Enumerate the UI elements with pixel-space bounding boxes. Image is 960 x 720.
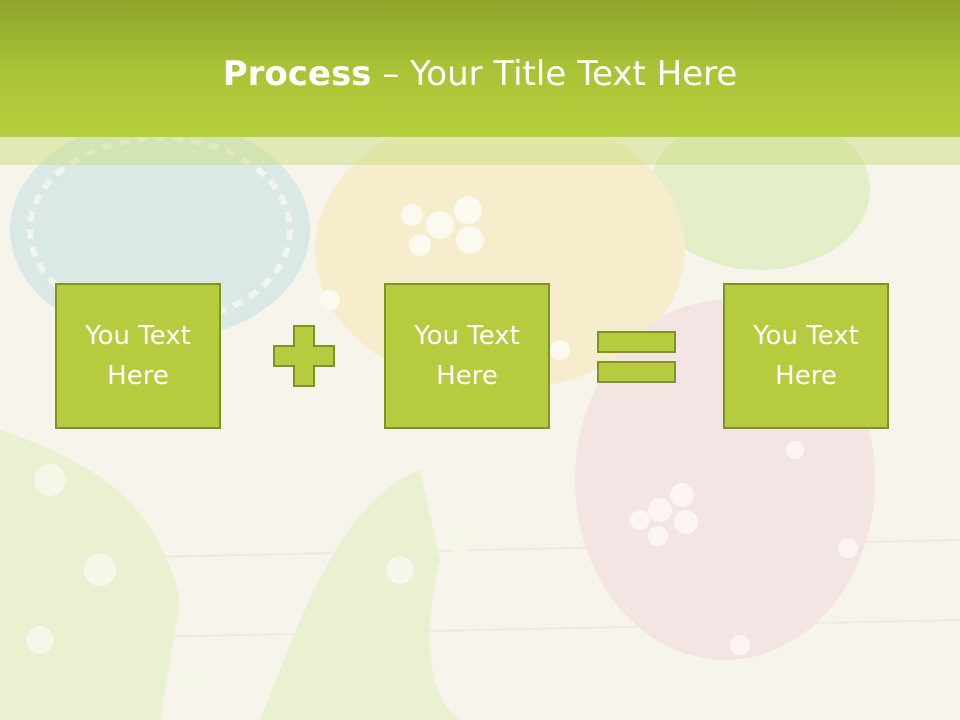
title-rest: – Your Title Text Here [371, 54, 738, 94]
green-ribbon [0, 430, 460, 720]
title-bar-band [0, 137, 960, 165]
plus-icon [273, 325, 335, 387]
process-box-2[interactable]: You Text Here [384, 283, 550, 429]
green-egg [650, 110, 870, 270]
title-bar [0, 0, 960, 137]
process-box-3[interactable]: You Text Here [723, 283, 889, 429]
title-bold: Process [222, 54, 372, 94]
slide-title: Process – Your Title Text Here [0, 52, 960, 96]
equals-icon [597, 331, 676, 383]
process-box-1[interactable]: You Text Here [55, 283, 221, 429]
